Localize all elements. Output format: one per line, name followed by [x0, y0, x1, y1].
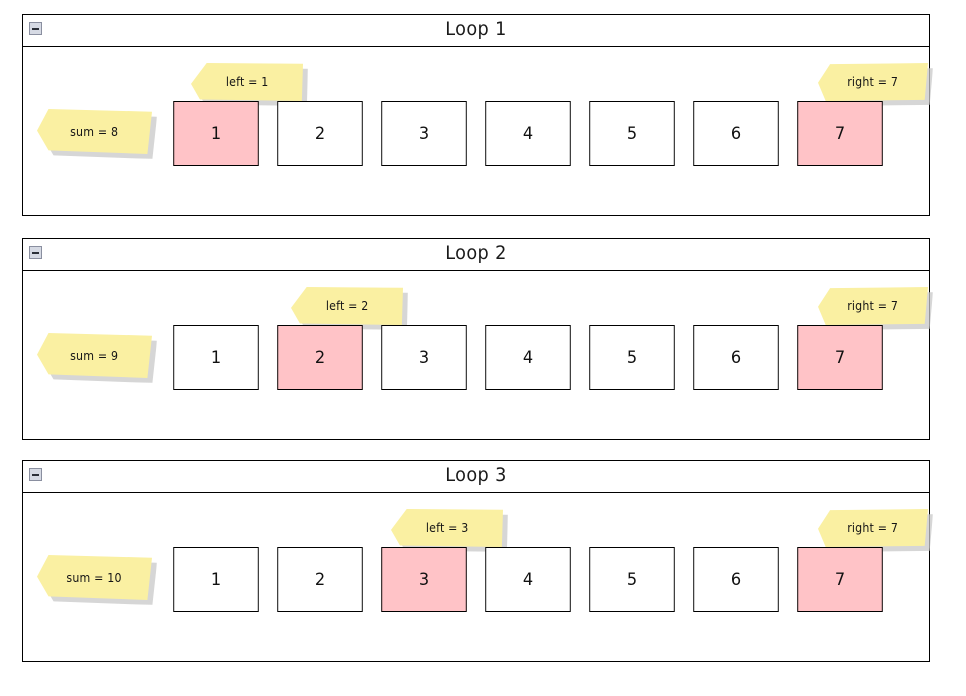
array-cell[interactable]: 5 — [589, 547, 675, 612]
array-cell[interactable]: 1 — [173, 325, 259, 390]
sticky-note-left-3: left = 3 — [391, 509, 508, 552]
panel-title-1: Loop 1 — [445, 18, 507, 40]
note-sum-text: sum = 9 — [70, 348, 119, 363]
array-cell[interactable]: 3 — [381, 325, 467, 390]
panel-titlebar-3: Loop 3 — [23, 461, 929, 493]
note-left-body: left = 1 — [191, 63, 303, 101]
array-cell[interactable]: 6 — [693, 547, 779, 612]
note-sum-body: sum = 8 — [37, 109, 152, 154]
array-cell[interactable]: 3 — [381, 547, 467, 612]
array-cell[interactable]: 7 — [797, 325, 883, 390]
array-row-2: 1 2 3 4 5 6 7 — [171, 325, 885, 390]
collapse-minus-icon[interactable] — [29, 246, 42, 259]
collapse-minus-icon[interactable] — [29, 468, 42, 481]
loop-panel-3: Loop 3 left = 3 right = 7 sum = 10 — [22, 460, 933, 662]
panel-titlebar-2: Loop 2 — [23, 239, 929, 271]
note-right-body: right = 7 — [818, 287, 928, 325]
sticky-note-left-2: left = 2 — [291, 287, 408, 330]
array-cell[interactable]: 1 — [173, 547, 259, 612]
collapse-minus-icon[interactable] — [29, 22, 42, 35]
panel-title-2: Loop 2 — [445, 242, 507, 264]
loop-panel-2: Loop 2 left = 2 right = 7 sum = 9 — [22, 238, 933, 440]
note-sum-text: sum = 10 — [66, 570, 123, 585]
array-cell[interactable]: 7 — [797, 547, 883, 612]
note-right-body: right = 7 — [818, 509, 928, 547]
array-cell[interactable]: 2 — [277, 547, 363, 612]
array-row-3: 1 2 3 4 5 6 7 — [171, 547, 885, 612]
array-cell[interactable]: 6 — [693, 101, 779, 166]
sticky-note-sum-1: sum = 8 — [37, 109, 157, 159]
array-cell[interactable]: 2 — [277, 325, 363, 390]
note-right-text: right = 7 — [847, 299, 899, 313]
sticky-note-sum-3: sum = 10 — [37, 555, 157, 605]
panel-body-1: left = 1 right = 7 sum = 8 1 2 3 4 — [23, 47, 933, 215]
note-sum-text: sum = 8 — [70, 124, 119, 139]
array-cell[interactable]: 1 — [173, 101, 259, 166]
array-row-1: 1 2 3 4 5 6 7 — [171, 101, 885, 166]
sticky-note-right-2: right = 7 — [818, 287, 933, 330]
sticky-note-sum-2: sum = 9 — [37, 333, 157, 383]
loop-panel-1: Loop 1 left = 1 right = 7 sum = 8 — [22, 14, 933, 216]
sticky-note-right-3: right = 7 — [818, 509, 933, 552]
note-left-body: left = 3 — [391, 509, 503, 547]
sticky-note-right-1: right = 7 — [818, 63, 933, 106]
panel-body-2: left = 2 right = 7 sum = 9 1 2 3 4 — [23, 271, 933, 439]
array-cell[interactable]: 7 — [797, 101, 883, 166]
note-sum-body: sum = 9 — [37, 333, 152, 378]
array-cell[interactable]: 4 — [485, 325, 571, 390]
note-left-text: left = 3 — [425, 521, 469, 535]
sticky-note-left-1: left = 1 — [191, 63, 308, 106]
panel-body-3: left = 3 right = 7 sum = 10 1 2 3 4 — [23, 493, 933, 661]
note-sum-body: sum = 10 — [37, 555, 152, 600]
note-right-text: right = 7 — [847, 521, 899, 535]
array-cell[interactable]: 2 — [277, 101, 363, 166]
panel-titlebar-1: Loop 1 — [23, 15, 929, 47]
array-cell[interactable]: 4 — [485, 101, 571, 166]
array-cell[interactable]: 6 — [693, 325, 779, 390]
note-left-text: left = 1 — [225, 75, 269, 89]
array-cell[interactable]: 3 — [381, 101, 467, 166]
panel-title-3: Loop 3 — [445, 464, 507, 486]
note-right-text: right = 7 — [847, 75, 899, 89]
note-right-body: right = 7 — [818, 63, 928, 101]
note-left-body: left = 2 — [291, 287, 403, 325]
array-cell[interactable]: 4 — [485, 547, 571, 612]
array-cell[interactable]: 5 — [589, 325, 675, 390]
note-left-text: left = 2 — [325, 299, 369, 313]
array-cell[interactable]: 5 — [589, 101, 675, 166]
